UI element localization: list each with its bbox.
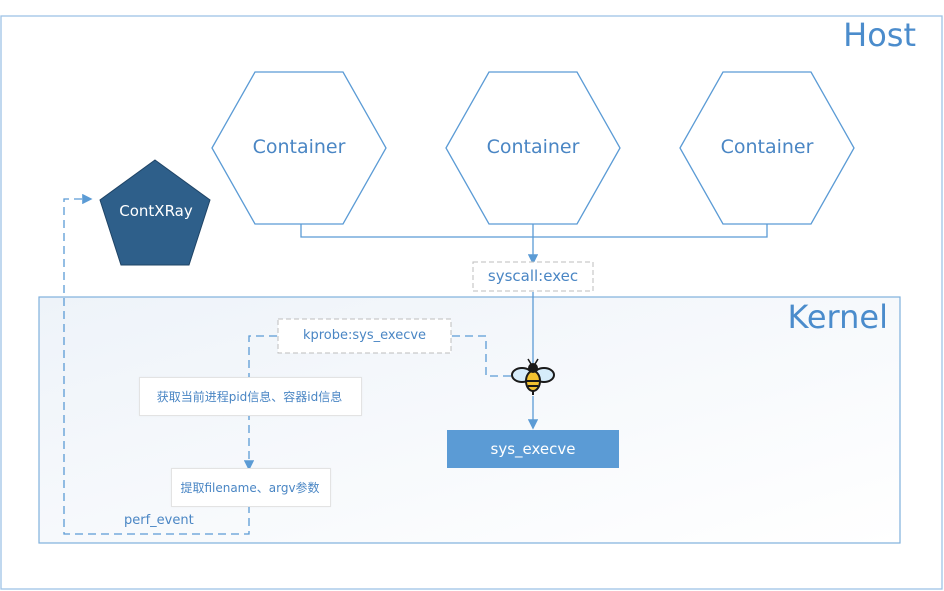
container-hexagon-1 (211, 71, 387, 225)
host-label: Host (843, 16, 916, 54)
perf-event-label: perf_event (124, 513, 194, 528)
step-pid-label: 获取当前进程pid信息、容器id信息 (156, 390, 343, 404)
kprobe-tag-border (277, 318, 452, 354)
kprobe-label: kprobe:sys_execve (302, 328, 427, 343)
ebpf-bee-icon (511, 358, 555, 395)
container-label-3: Container (720, 136, 814, 158)
container-label-1: Container (252, 136, 346, 158)
sys-execve-box: sys_execve (447, 430, 619, 468)
kernel-label: Kernel (787, 298, 888, 336)
container-hexagon-2 (445, 71, 621, 225)
container-hexagon-3 (679, 71, 855, 225)
kprobe-to-bee-dashed (452, 335, 514, 377)
contxray-label: ContXRay (119, 202, 193, 220)
step-filename-box (171, 468, 331, 507)
perf-event-dashed (63, 193, 250, 535)
syscall-label: syscall:exec (487, 267, 579, 285)
container-bus-line (300, 224, 768, 238)
kprobe-to-steps-dashed (243, 335, 277, 471)
step-filename-label: 提取filename、argv参数 (180, 481, 320, 495)
syscall-tag-border (472, 261, 594, 292)
kernel-frame (38, 296, 901, 544)
contxray-pentagon (99, 159, 211, 266)
step-pid-box (139, 377, 362, 416)
container-label-2: Container (486, 136, 580, 158)
